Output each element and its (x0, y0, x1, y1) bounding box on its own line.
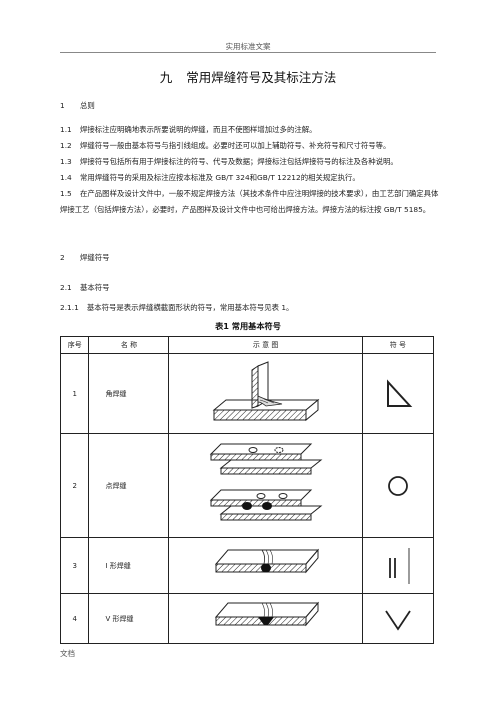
table-header-row: 序号 名 称 示 意 图 符 号 (59, 336, 435, 354)
spot-weld-symbol-cell (361, 433, 435, 538)
section-number: 1.5 (60, 189, 72, 198)
page-title: 九常用焊缝符号及其标注方法 (0, 67, 496, 86)
row-name: V 形焊缝 (88, 593, 170, 644)
section-1: 1 总则 (60, 98, 440, 114)
fillet-weld-illustration (212, 360, 319, 421)
header-symbol: 符 号 (361, 336, 435, 354)
table-row: 3 I 形焊缝 (59, 537, 435, 594)
section-text: 基本符号 (80, 283, 110, 292)
section-1-3: 1.3 焊接符号包括所有用于焊接标注的符号、代号及数据；焊接标注包括焊接符号的标注… (60, 154, 440, 170)
table-row: 1 角焊缝 (59, 353, 435, 434)
v-butt-weld-illustration (214, 601, 319, 626)
section-1-1: 1.1 焊接标注应明确地表示所要说明的焊缝，而且不使图样增加过多的注解。 (60, 122, 440, 138)
section-number: 1.1 (60, 125, 72, 134)
header-diagram: 示 意 图 (168, 336, 363, 354)
table-title: 表1 常用基本符号 (215, 321, 281, 331)
basic-symbols-table: 序号 名 称 示 意 图 符 号 1 角焊缝 (59, 336, 435, 644)
row-name: I 形焊缝 (88, 537, 170, 594)
title-text: 常用焊缝符号及其标注方法 (186, 70, 337, 85)
section-number: 1.2 (60, 141, 72, 150)
row-number: 2 (59, 433, 90, 538)
row-name: 点焊缝 (88, 433, 170, 538)
row-name: 角焊缝 (88, 353, 170, 434)
section-text: 焊接符号包括所有用于焊接标注的符号、代号及数据；焊接标注包括焊接符号的标注及各种… (80, 157, 398, 166)
section-number: 1.4 (60, 173, 72, 182)
section-1-2: 1.2 焊缝符号一般由基本符号与指引线组成。必要时还可以加上辅助符号、补充符号和尺… (60, 138, 440, 154)
table-row: 2 点焊缝 (59, 433, 435, 538)
section-number: 2.1.1 (60, 303, 79, 312)
section-number: 1 (60, 101, 65, 110)
header-name: 名 称 (88, 336, 170, 354)
square-butt-weld-symbol-icon (388, 547, 410, 584)
spot-weld-illustration (209, 443, 323, 520)
section-text: 在产品图样及设计文件中，一般不规定焊接方法（其技术条件中应注明焊接的技术要求），… (60, 189, 439, 214)
section-number: 1.3 (60, 157, 72, 166)
v-butt-weld-diagram (168, 593, 363, 644)
row-number: 3 (59, 537, 90, 594)
section-text: 常用焊缝符号的采用及标注应按本标准及 GB/T 324和GB/T 12212的相… (80, 173, 360, 182)
footer-note: 文档 (60, 649, 75, 658)
section-number: 2.1 (60, 283, 72, 292)
header-divider (60, 52, 436, 53)
header-no: 序号 (59, 336, 90, 354)
section-text: 焊接标注应明确地表示所要说明的焊缝，而且不使图样增加过多的注解。 (80, 125, 317, 134)
spot-weld-symbol-icon (387, 475, 408, 496)
table-row: 4 V 形焊缝 (59, 593, 435, 644)
square-butt-weld-illustration (214, 548, 319, 573)
section-text: 总则 (80, 101, 95, 110)
row-number: 1 (59, 353, 90, 434)
header-note: 实用标准文案 (225, 42, 271, 51)
v-butt-weld-symbol-icon (385, 610, 411, 631)
v-butt-weld-symbol-cell (361, 593, 435, 644)
spot-weld-diagram (168, 433, 363, 538)
fillet-weld-diagram (168, 353, 363, 434)
square-butt-weld-diagram (168, 537, 363, 594)
section-2: 2 焊缝符号 (60, 250, 440, 266)
section-text: 焊缝符号 (80, 253, 110, 262)
section-text: 基本符号是表示焊缝横截面形状的符号，常用基本符号见表 1。 (86, 303, 294, 312)
square-butt-weld-symbol-cell (361, 537, 435, 594)
title-number: 九 (159, 70, 173, 85)
fillet-weld-symbol-icon (386, 378, 413, 407)
fillet-weld-symbol-cell (361, 353, 435, 434)
section-2-1: 2.1 基本符号 (60, 280, 440, 296)
section-number: 2 (60, 253, 65, 262)
section-2-1-1: 2.1.1 基本符号是表示焊缝横截面形状的符号，常用基本符号见表 1。 (60, 300, 440, 316)
section-text: 焊缝符号一般由基本符号与指引线组成。必要时还可以加上辅助符号、补充符号和尺寸符号… (80, 141, 391, 150)
row-number: 4 (59, 593, 90, 644)
section-1-4: 1.4 常用焊缝符号的采用及标注应按本标准及 GB/T 324和GB/T 1221… (60, 170, 440, 186)
